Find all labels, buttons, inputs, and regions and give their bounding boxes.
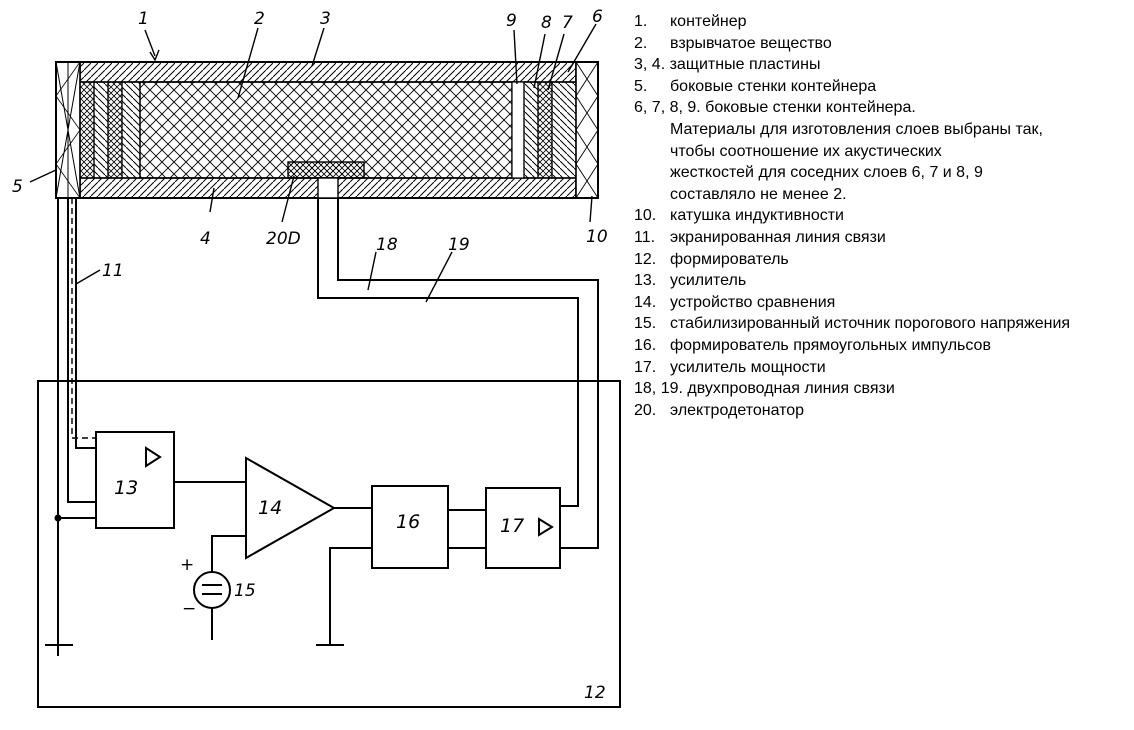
legend-item: 2.взрывчатое вещество <box>634 34 832 52</box>
top-protective-plate <box>79 61 577 83</box>
container <box>55 61 599 199</box>
comparator-block <box>245 456 337 560</box>
legend-item: 6, 7, 8, 9. боковые стенки контейнера. <box>634 99 916 117</box>
amplifier-triangle-icon <box>145 446 162 468</box>
label-11: 11 <box>102 261 124 281</box>
legend-item: 5.боковые стенки контейнера <box>634 77 877 95</box>
power-amplifier-triangle-icon <box>538 517 554 537</box>
power-amplifier-block <box>485 487 561 569</box>
right-wall-layer-6 <box>551 81 577 179</box>
legend-item: 16.формирователь прямоугольных импульсов <box>634 336 991 354</box>
electric-detonator <box>287 161 365 179</box>
legend-item: 13.усилитель <box>634 272 747 290</box>
legend-item: 18, 19. двухпроводная линия связи <box>634 380 895 398</box>
detonator-stem <box>317 177 339 199</box>
label-1: 1 <box>138 9 149 29</box>
label-14: 14 <box>258 497 282 519</box>
legend-item: 17.усилитель мощности <box>634 358 826 376</box>
inductance-coil <box>575 61 599 199</box>
label-4: 4 <box>200 229 211 249</box>
minus-sign: − <box>182 599 196 619</box>
label-10: 10 <box>586 227 608 247</box>
legend: 1.контейнер 2.взрывчатое вещество 3, 4. … <box>634 11 1070 421</box>
legend-item: 14.устройство сравнения <box>634 293 836 311</box>
label-20: 20D <box>266 229 301 249</box>
left-wall-layer-c <box>107 81 123 179</box>
right-wall-layer-9 <box>511 81 525 179</box>
label-17: 17 <box>500 515 524 537</box>
threshold-voltage-source <box>193 571 231 609</box>
left-wall-layer-b <box>93 81 109 179</box>
amplifier-block <box>95 431 175 529</box>
label-5: 5 <box>12 177 23 197</box>
legend-item: 1.контейнер <box>634 13 747 30</box>
legend-item: 12.формирователь <box>634 250 789 268</box>
legend-item: чтобы соотношение их акустических <box>670 142 942 160</box>
legend-item: 10.катушка индуктивности <box>634 207 844 225</box>
former-block <box>37 380 621 708</box>
label-19: 19 <box>448 235 470 255</box>
label-3: 3 <box>320 9 331 29</box>
label-8: 8 <box>541 13 552 33</box>
label-9: 9 <box>506 11 517 31</box>
legend-item: 11.экранированная линия связи <box>634 228 886 246</box>
legend-item: составляло не менее 2. <box>670 185 847 203</box>
label-13: 13 <box>114 477 138 499</box>
label-7: 7 <box>562 13 573 33</box>
pulse-former-block <box>371 485 449 569</box>
wires <box>45 198 599 656</box>
left-wall-layer-d <box>121 81 141 179</box>
left-wall-layer-a <box>79 81 95 179</box>
legend-item: жесткостей для соседних слоев 6, 7 и 8, … <box>670 164 983 182</box>
legend-item: 15.стабилизированный источник порогового… <box>634 315 1071 333</box>
legend-item: 20.электродетонатор <box>634 401 805 419</box>
label-18: 18 <box>376 235 398 255</box>
label-15: 15 <box>234 581 256 601</box>
label-16: 16 <box>396 511 420 533</box>
plus-sign: + <box>180 555 194 575</box>
label-6: 6 <box>592 7 603 27</box>
legend-item: Материалы для изготовления слоев выбраны… <box>670 120 1043 138</box>
right-wall-layer-7 <box>537 81 553 179</box>
label-2: 2 <box>254 9 265 29</box>
label-12: 12 <box>584 683 606 703</box>
legend-item: 3, 4. защитные пластины <box>634 56 821 74</box>
right-wall-layer-8 <box>523 81 539 179</box>
